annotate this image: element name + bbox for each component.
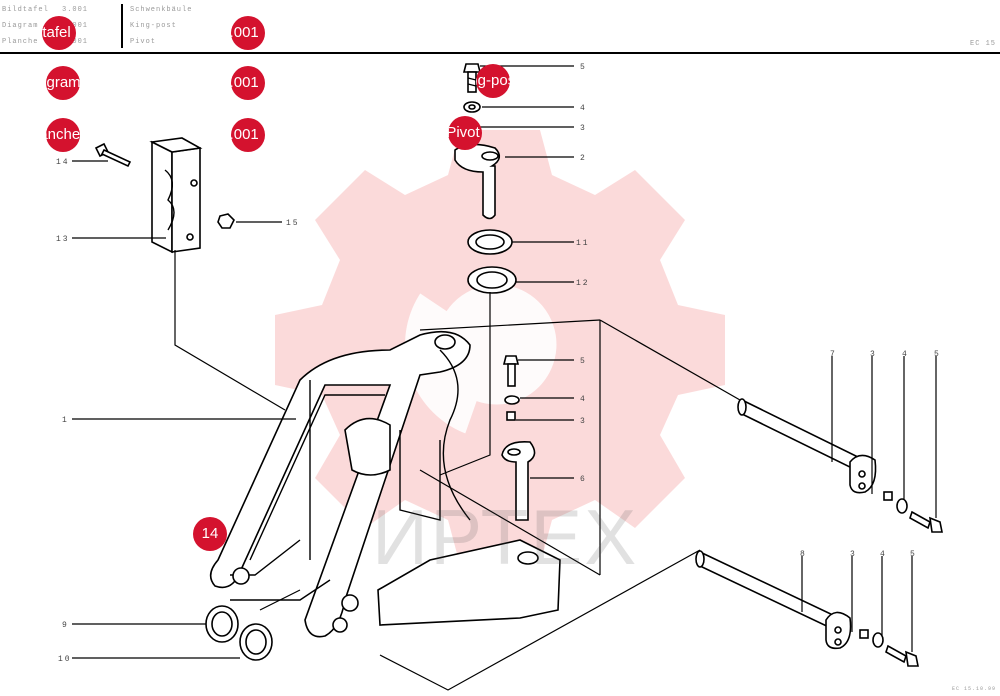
header-code-bildtafel: 3.001 bbox=[62, 6, 89, 14]
header-title-fr: Pivot bbox=[130, 38, 157, 46]
header-divider bbox=[121, 4, 123, 48]
ring-10 bbox=[239, 623, 273, 661]
callout-4d: 4 bbox=[880, 550, 887, 559]
pin-7 bbox=[737, 398, 877, 494]
nut-8 bbox=[859, 629, 869, 639]
callout-3b: 3 bbox=[580, 417, 587, 426]
badge-planche[interactable]: Planche bbox=[46, 118, 80, 152]
callout-3d: 3 bbox=[850, 550, 857, 559]
page-code: EC 15 bbox=[970, 40, 997, 48]
callout-3a: 3 bbox=[580, 124, 587, 133]
washer-mid bbox=[504, 395, 520, 405]
header-title-en: King-post bbox=[130, 22, 177, 30]
callout-4a: 4 bbox=[580, 104, 587, 113]
badge-code-2[interactable]: 3.001 bbox=[231, 66, 265, 100]
badge-callout-14[interactable]: 14 bbox=[193, 517, 227, 551]
callout-5b: 5 bbox=[580, 357, 587, 366]
callout-5a: 5 bbox=[580, 63, 587, 72]
callout-4c: 4 bbox=[902, 350, 909, 359]
callout-2: 2 bbox=[580, 154, 587, 163]
badge-bildtafel[interactable]: Bildtafel bbox=[42, 16, 76, 50]
header-label-bildtafel: Bildtafel bbox=[2, 6, 49, 14]
header-title-de: Schwenkbäule bbox=[130, 6, 193, 14]
ring-9 bbox=[205, 605, 239, 643]
callout-9: 9 bbox=[62, 621, 69, 630]
clamp-block bbox=[149, 137, 203, 254]
nut-15 bbox=[217, 213, 235, 229]
callout-5c: 5 bbox=[934, 350, 941, 359]
badge-pivot[interactable]: Pivot bbox=[448, 116, 482, 150]
callout-14: 14 bbox=[56, 158, 70, 167]
header-code-planche: 3.001 bbox=[62, 38, 89, 46]
callout-4b: 4 bbox=[580, 395, 587, 404]
header-label-diagram: Diagram bbox=[2, 22, 39, 30]
spacer-ring-12 bbox=[467, 266, 517, 294]
callout-15: 15 bbox=[286, 219, 300, 228]
callout-5d: 5 bbox=[910, 550, 917, 559]
callout-1: 1 bbox=[62, 416, 69, 425]
badge-diagram[interactable]: Diagram bbox=[46, 66, 80, 100]
leader-lines bbox=[72, 65, 937, 691]
washer-7 bbox=[896, 498, 908, 514]
pin-6 bbox=[501, 440, 536, 521]
callout-10: 10 bbox=[58, 655, 72, 664]
callout-6: 6 bbox=[580, 475, 587, 484]
spacer-ring-11 bbox=[467, 229, 513, 255]
badge-code-1[interactable]: 3.001 bbox=[231, 16, 265, 50]
washer-8 bbox=[872, 632, 884, 648]
callout-11: 11 bbox=[576, 239, 590, 248]
badge-code-3[interactable]: 3.001 bbox=[231, 118, 265, 152]
callout-13: 13 bbox=[56, 235, 70, 244]
bolt-mid bbox=[502, 355, 520, 387]
watermark-text: ИРТЕХ bbox=[372, 493, 639, 581]
badge-kingpost[interactable]: King-post bbox=[476, 64, 510, 98]
footer-code: EC 15.10.99 bbox=[952, 686, 997, 692]
bolt-14 bbox=[94, 142, 132, 168]
bolt-8 bbox=[885, 644, 919, 667]
main-frame bbox=[209, 330, 561, 638]
header-label-planche: Planche bbox=[2, 38, 39, 46]
kingpost-pin bbox=[454, 143, 501, 220]
callout-numbers: 5 4 3 2 11 12 5 4 3 6 14 13 15 1 7 3 4 5… bbox=[56, 63, 941, 664]
nut-mid bbox=[506, 411, 516, 421]
bolt-top bbox=[462, 63, 482, 93]
bolt-7 bbox=[909, 510, 943, 533]
callout-8: 8 bbox=[800, 550, 807, 559]
pin-8 bbox=[695, 550, 852, 650]
header-rule bbox=[0, 52, 1000, 54]
nut-7 bbox=[883, 491, 893, 501]
callout-12: 12 bbox=[576, 279, 590, 288]
callout-7: 7 bbox=[830, 350, 837, 359]
callout-3c: 3 bbox=[870, 350, 877, 359]
